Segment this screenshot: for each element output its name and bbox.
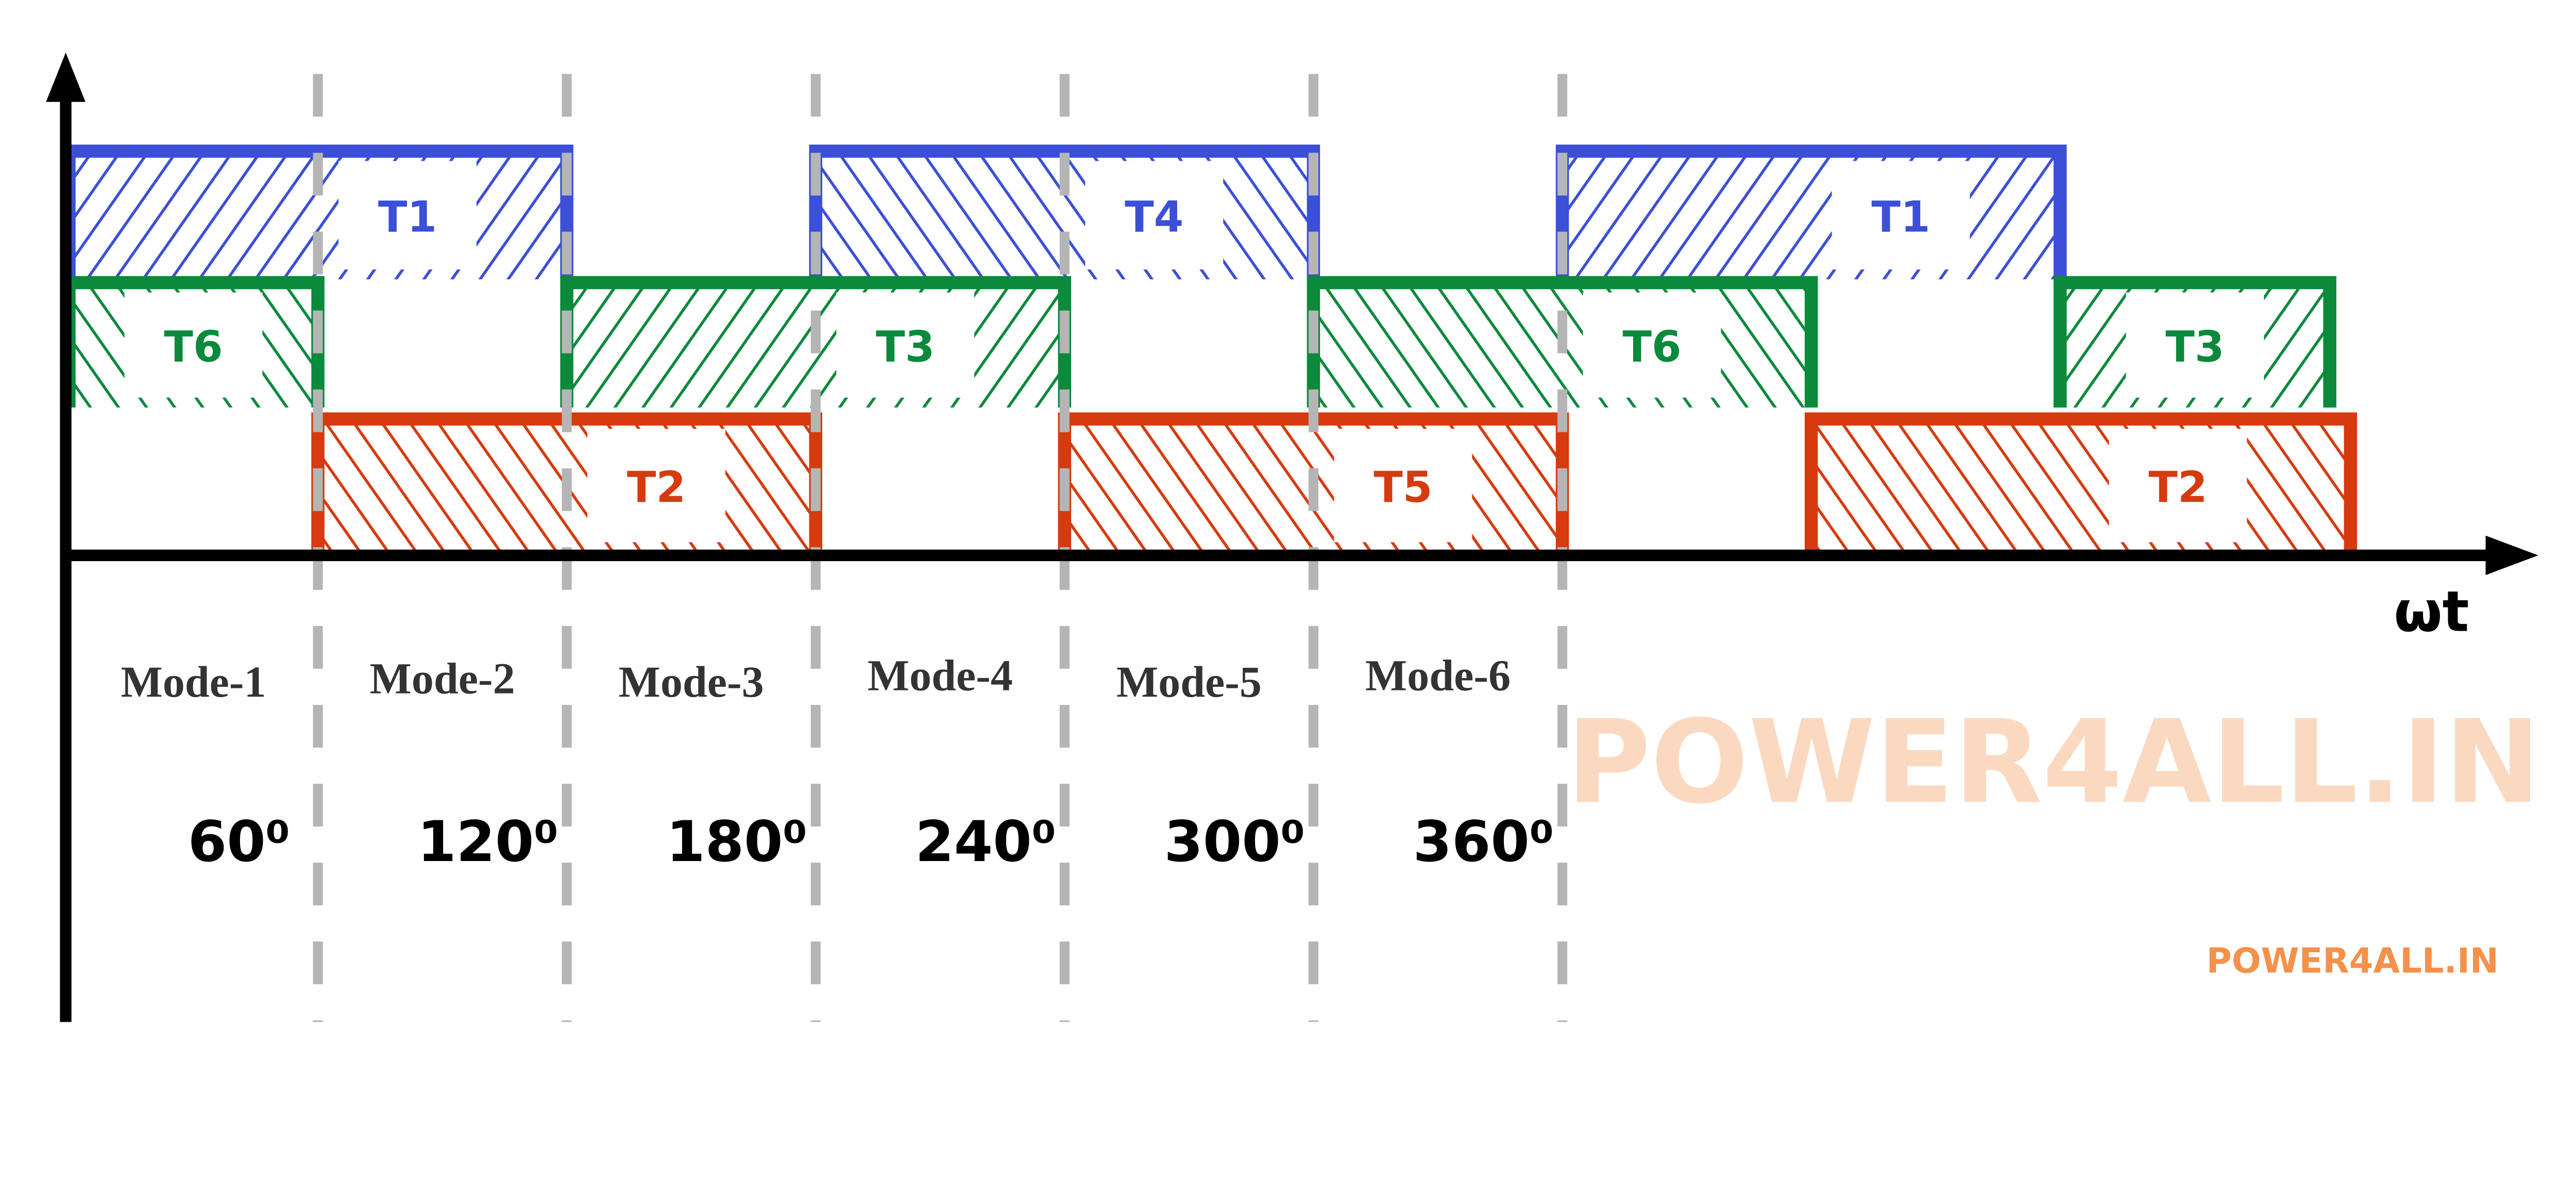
pulse-label-box bbox=[124, 292, 263, 398]
pulse-t1: T1 bbox=[1555, 144, 2067, 280]
x-axis-arrow bbox=[2485, 535, 2538, 576]
mode-label-1: Mode-1 bbox=[121, 657, 266, 706]
pulse-edge bbox=[2053, 276, 2336, 408]
mode-label-6: Mode-6 bbox=[1365, 650, 1511, 700]
pulse-hatch bbox=[1811, 419, 2351, 552]
degree-label-180: 180⁰ bbox=[666, 809, 807, 874]
pulse-label: T3 bbox=[876, 322, 935, 372]
pulse-edge bbox=[1555, 144, 2067, 280]
pulse-label-box bbox=[1832, 161, 1970, 269]
mode-label-2: Mode-2 bbox=[370, 654, 515, 703]
mode-label-3: Mode-3 bbox=[619, 657, 764, 706]
pulse-label-box bbox=[836, 292, 975, 398]
pulse-label-box bbox=[1085, 161, 1224, 269]
axes: ωt bbox=[46, 53, 2538, 1022]
x-axis-label: ωt bbox=[2394, 579, 2469, 644]
pulse-label: T2 bbox=[627, 462, 686, 512]
degree-label-300: 300⁰ bbox=[1164, 809, 1305, 874]
pulse-label: T1 bbox=[1871, 192, 1930, 242]
pulse-label-box bbox=[338, 161, 477, 269]
pulse-label: T6 bbox=[1622, 322, 1681, 372]
pulse-hatch bbox=[1562, 151, 2060, 280]
mode-labels: Mode-1 Mode-2 Mode-3 Mode-4 Mode-5 Mode-6 60⁰ 1… bbox=[121, 650, 1554, 874]
pulse-label: T1 bbox=[378, 192, 437, 242]
logo: POWER4ALL.IN bbox=[2207, 941, 2499, 981]
pulse-label-box bbox=[2126, 292, 2264, 398]
pulse-edge bbox=[809, 144, 1320, 280]
pulse-t6: T6 bbox=[1307, 276, 1818, 408]
mode-boundaries bbox=[313, 74, 1568, 1022]
pulse-t3: T3 bbox=[2053, 276, 2336, 408]
pulse-label-box bbox=[1334, 429, 1472, 543]
pulse-label: T4 bbox=[1125, 192, 1183, 242]
degree-label-60: 60⁰ bbox=[188, 809, 290, 874]
pulse-label: T5 bbox=[1374, 462, 1432, 512]
pulse-t2: T2 bbox=[1804, 412, 2358, 552]
degree-label-360: 360⁰ bbox=[1413, 809, 1554, 874]
pulse-label-box bbox=[587, 429, 725, 543]
degree-label-240: 240⁰ bbox=[915, 809, 1056, 874]
pulse-label-box bbox=[2109, 429, 2247, 543]
mode-label-5: Mode-5 bbox=[1116, 657, 1262, 706]
pulse-edge bbox=[1804, 412, 2358, 552]
y-axis-arrow bbox=[46, 53, 86, 102]
pulse-t6: T6 bbox=[62, 276, 325, 408]
degree-label-120: 120⁰ bbox=[417, 809, 558, 874]
pulse-label: T2 bbox=[2148, 462, 2207, 512]
pulse-label: T3 bbox=[2165, 322, 2224, 372]
watermark: POWER4ALL.IN bbox=[1566, 695, 2540, 829]
pulse-label-box bbox=[1583, 292, 1721, 398]
mode-label-4: Mode-4 bbox=[868, 650, 1013, 700]
pulse-label: T6 bbox=[164, 322, 223, 372]
